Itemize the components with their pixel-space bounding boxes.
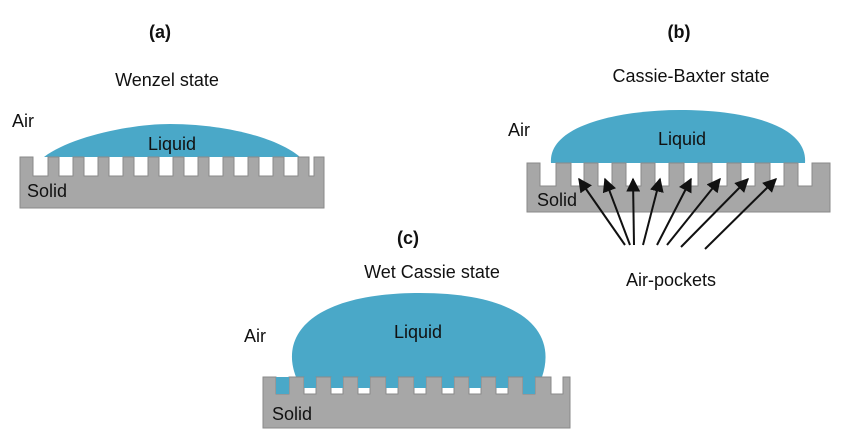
panel-b-droplet — [550, 110, 806, 163]
panel-c: (c) Wet Cassie state Air Liquid Solid — [244, 228, 571, 429]
panel-a-droplet — [44, 124, 300, 157]
panel-b-air-pockets-label: Air-pockets — [626, 270, 716, 290]
panel-a-label: (a) — [149, 22, 171, 42]
panel-b: (b) Cassie-Baxter state Air Liquid Solid… — [508, 22, 831, 290]
panel-b-air-pocket-arrows — [578, 177, 777, 250]
panel-c-groove-liquid — [276, 377, 535, 394]
panel-c-air-label: Air — [244, 326, 266, 346]
panel-c-title: Wet Cassie state — [364, 262, 500, 282]
air-pocket-arrow — [704, 178, 777, 250]
air-pocket-arrow — [680, 178, 749, 248]
panel-c-solid-label: Solid — [272, 404, 312, 424]
panel-c-droplet — [291, 293, 546, 377]
panel-a-liquid-label: Liquid — [148, 134, 196, 154]
air-pocket-arrow — [626, 177, 641, 246]
panel-b-liquid-label: Liquid — [658, 129, 706, 149]
panel-b-solid-label: Solid — [537, 190, 577, 210]
panel-b-air-label: Air — [508, 120, 530, 140]
panel-a-title: Wenzel state — [115, 70, 219, 90]
air-pocket-arrow — [578, 177, 626, 246]
panel-b-label: (b) — [668, 22, 691, 42]
panel-a-solid-substrate — [19, 156, 325, 209]
air-pocket-arrow — [642, 177, 664, 246]
panel-c-liquid-label: Liquid — [394, 322, 442, 342]
air-pocket-arrow — [666, 177, 721, 246]
panel-a-air-label: Air — [12, 111, 34, 131]
panel-b-title: Cassie-Baxter state — [612, 66, 769, 86]
panel-a-solid-label: Solid — [27, 181, 67, 201]
panel-a: (a) Wenzel state Air Liquid Solid — [12, 22, 325, 209]
air-pocket-arrow — [602, 177, 631, 246]
air-pocket-arrow — [656, 177, 692, 246]
panel-c-label: (c) — [397, 228, 419, 248]
